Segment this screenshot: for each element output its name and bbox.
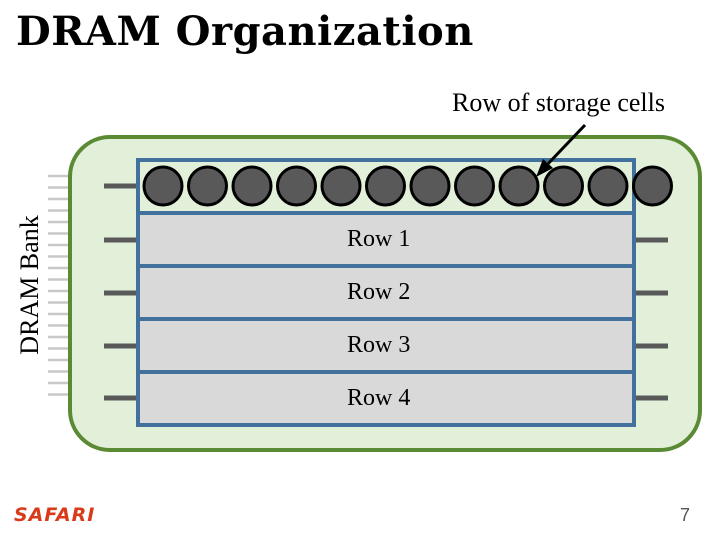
storage-row-callout: Row of storage cells (452, 88, 666, 117)
storage-cell (276, 165, 317, 207)
storage-cell (454, 165, 495, 207)
page-number: 7 (680, 505, 691, 525)
storage-cell (320, 165, 362, 207)
callout-arrowhead (536, 159, 553, 177)
storage-cell (409, 165, 451, 207)
storage-cell (142, 165, 184, 207)
storage-cell (187, 165, 228, 207)
row-1-label: Row 1 (347, 226, 411, 252)
row-4-box (136, 370, 636, 427)
storage-cells (142, 165, 673, 207)
safari-logo: SAFARI (14, 504, 96, 526)
storage-cell (587, 165, 629, 207)
storage-cell (632, 165, 673, 207)
row-3-label: Row 3 (347, 332, 411, 358)
storage-cell (365, 165, 406, 207)
row-2-box (136, 264, 636, 321)
callout-arrow (542, 123, 587, 170)
storage-cell (498, 165, 540, 207)
storage-cell (543, 165, 584, 207)
storage-cell (231, 165, 273, 207)
page-title: DRAM Organization (16, 8, 474, 55)
row-4-label: Row 4 (347, 385, 411, 411)
row-2-label: Row 2 (347, 279, 411, 305)
